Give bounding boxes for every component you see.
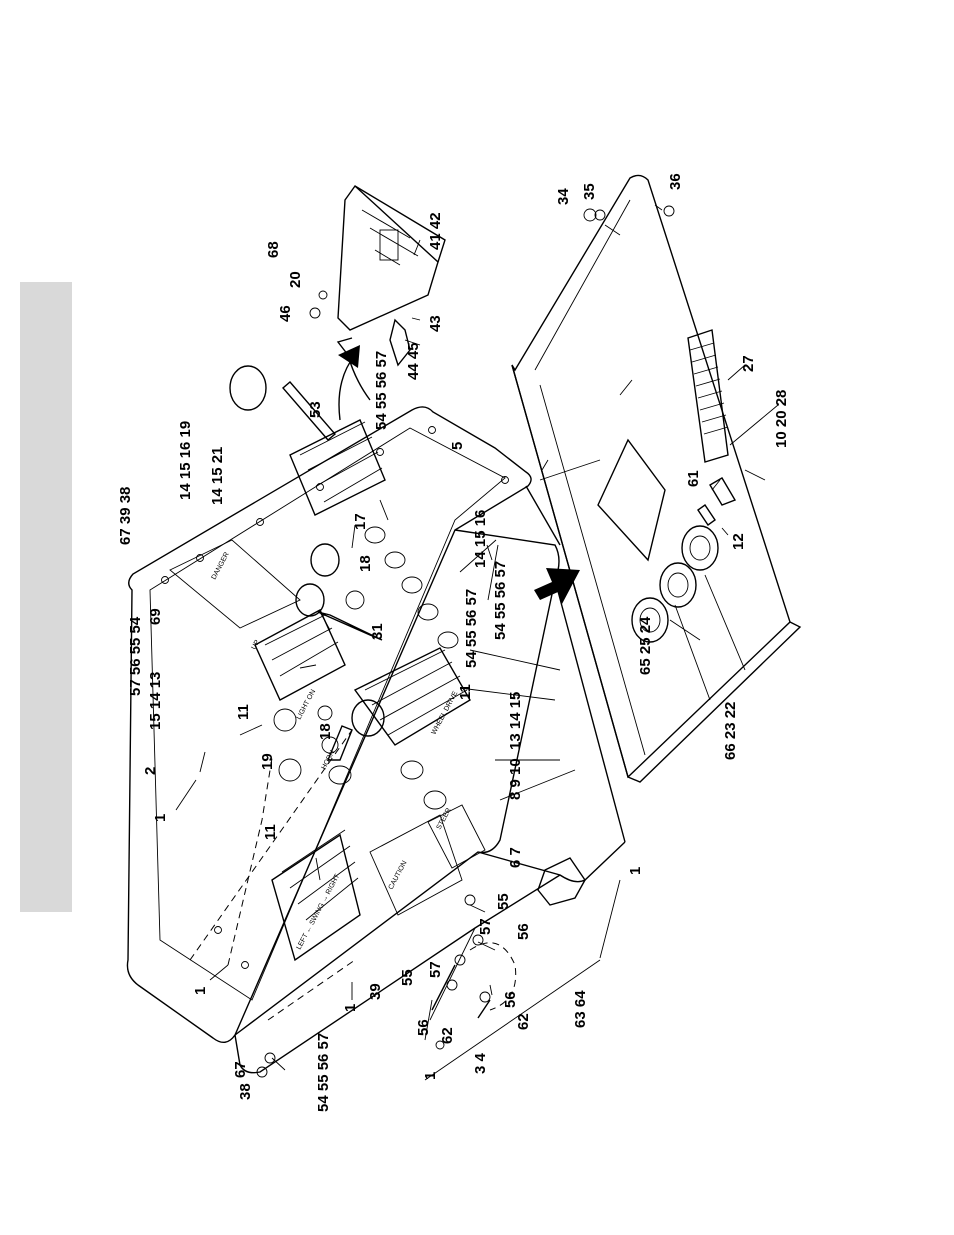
terminal-strip: [687, 329, 729, 463]
callout-44-45: 44 45: [405, 342, 422, 380]
callout-55: 55: [399, 969, 416, 986]
callout-54-57: 54 55 56 57: [463, 589, 480, 668]
danger-decal: DANGER: [169, 539, 301, 629]
control-console-box: CAUTION DANGER LEFT ← SWING → RIGHT: [126, 365, 626, 1081]
callout-8-10: 8 9 10: [507, 758, 524, 800]
side-hardware: [256, 894, 491, 1078]
center-control-handle: [295, 543, 383, 641]
callout-46: 46: [277, 305, 294, 322]
callout-11: 11: [262, 824, 279, 840]
callout-54-57: 54 55 56 57: [315, 1033, 332, 1112]
center-joystick-boots: [254, 609, 471, 746]
swing-joystick: LEFT ← SWING → RIGHT: [271, 829, 361, 962]
wheel-drive-decal-text: WHEEL DRIVE: [431, 690, 460, 736]
left-control-handle: [326, 699, 385, 761]
callout-1: 1: [422, 1072, 439, 1080]
callout-27: 27: [740, 355, 757, 372]
cable-fittings: [631, 525, 719, 643]
callout-34: 34: [555, 188, 572, 205]
callout-65-24: 65 25 24: [637, 616, 654, 675]
callout-62: 62: [515, 1013, 532, 1030]
callout-14-16: 14 15 16: [472, 510, 489, 568]
callout-2: 2: [142, 767, 159, 775]
callout-35: 35: [581, 183, 598, 200]
callout-54-57: 57 56 55 54: [127, 616, 144, 696]
danger-decal-text: DANGER: [211, 551, 231, 581]
callout-1: 1: [152, 814, 169, 822]
callout-13-15: 15 14 13: [147, 672, 164, 730]
boom-up-decal-text: UP: [251, 639, 262, 651]
case-latch: [537, 857, 586, 906]
small-switch: [697, 477, 737, 526]
callout-12: 12: [730, 533, 747, 550]
arrow-junction-box: [338, 354, 356, 421]
lid-screws: [161, 426, 509, 969]
callout-18: 18: [317, 723, 334, 740]
callout-62: 62: [439, 1027, 456, 1044]
callout-66-22: 66 23 22: [722, 702, 739, 760]
callout-14-19: 14 15 16 19: [177, 421, 194, 500]
callout-38: 38: [237, 1083, 254, 1100]
callout-14-21: 14 15 21: [209, 447, 226, 505]
leader-lines: [175, 204, 779, 1071]
right-joystick: [229, 365, 386, 516]
callout-57: 57: [427, 961, 444, 978]
callout-67: 67: [232, 1061, 249, 1078]
callout-39: 39: [367, 983, 384, 1000]
callout-18: 18: [357, 555, 374, 572]
callout-53: 53: [307, 401, 324, 418]
bottom-panel-plate: [511, 174, 802, 783]
callout-10-20-28: 10 20 28: [773, 390, 790, 448]
callout-labels: 1 2 1 1 1 1 67 38 54 55 56 57 39 55 57 5…: [117, 173, 790, 1112]
callout-1: 1: [627, 867, 644, 875]
arrow-bottom-panel: [534, 568, 580, 604]
callout-55: 55: [495, 893, 512, 910]
callout-68: 68: [265, 241, 282, 258]
caution-decal: CAUTION: [369, 814, 463, 916]
callout-31: 31: [369, 623, 386, 640]
callout-5: 5: [449, 442, 466, 450]
callout-19: 19: [259, 753, 276, 770]
callout-54-57: 54 55 56 57: [373, 351, 390, 430]
swing-decal-text: LEFT ← SWING → RIGHT: [296, 873, 342, 951]
toggle-switches: [273, 526, 459, 810]
page-side-band: [20, 282, 72, 912]
callout-1: 1: [192, 987, 209, 995]
callout-11: 11: [457, 684, 474, 700]
callout-36: 36: [667, 173, 684, 190]
junction-box: [309, 184, 446, 401]
callout-3-4: 3 4: [472, 1052, 489, 1074]
arrow-junction-box-head: [338, 345, 360, 368]
callout-13-15: 13 14 15: [507, 692, 524, 750]
callout-69: 69: [147, 608, 164, 625]
light-decal-text: LIGHT ON: [296, 689, 318, 721]
callout-61: 61: [685, 470, 702, 487]
callout-56: 56: [415, 1019, 432, 1036]
callout-11: 11: [235, 704, 252, 720]
indicator-panel: [427, 804, 486, 869]
callout-6-7: 6 7: [507, 847, 524, 868]
callout-63-64: 63 64: [572, 990, 589, 1028]
callout-56: 56: [515, 923, 532, 940]
callout-17: 17: [352, 513, 369, 530]
callout-57: 57: [477, 918, 494, 935]
callout-41-42: 41 42: [427, 212, 444, 250]
callout-20: 20: [287, 271, 304, 288]
callout-54-57: 54 55 56 57: [492, 561, 509, 640]
callout-1: 1: [342, 1004, 359, 1012]
caution-decal-text: CAUTION: [388, 860, 409, 891]
callout-67-39-38: 67 39 38: [117, 487, 134, 545]
callout-43: 43: [427, 315, 444, 332]
panel-hardware: [583, 205, 675, 222]
callout-56: 56: [502, 991, 519, 1008]
